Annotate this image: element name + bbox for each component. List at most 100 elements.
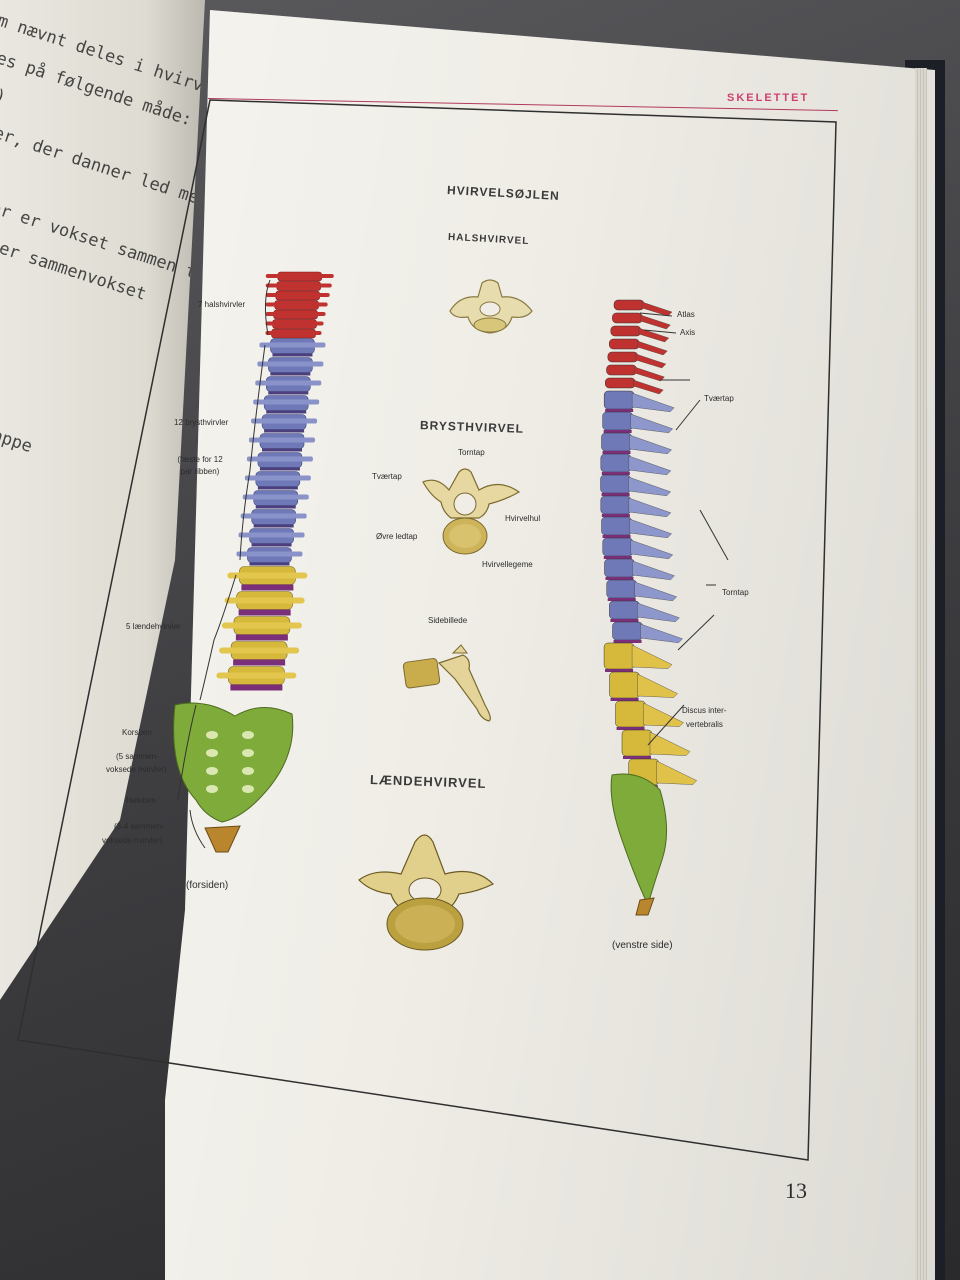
- side-cervical-process: [634, 366, 665, 382]
- label-thoracic-note-1: (fæste for 12: [177, 455, 223, 464]
- side-thoracic-vertebra: [602, 537, 634, 557]
- bracket-coccyx: [189, 809, 206, 849]
- side-disc: [605, 669, 634, 672]
- label-tvaertap-top: Tværtap: [372, 472, 402, 481]
- side-thoracic-vertebra: [600, 495, 632, 515]
- side-lumbar-process: [649, 731, 691, 756]
- side-lumbar-process: [643, 702, 684, 727]
- lumbar-disc: [233, 659, 286, 666]
- thoracic-disc: [268, 391, 309, 395]
- side-thoracic-vertebra: [601, 516, 632, 536]
- label-torntap-top: Torntap: [458, 448, 485, 457]
- side-lumbar-vertebra: [603, 642, 635, 670]
- thoracic-process: [238, 532, 305, 538]
- label-lumbar-count: 5 lændehvirvler: [126, 622, 181, 631]
- side-disc: [623, 756, 652, 759]
- front-brackets: [177, 279, 271, 849]
- side-thoracic-vertebra: [600, 474, 631, 494]
- side-thoracic-vertebra: [600, 453, 632, 473]
- thoracic-disc: [270, 372, 311, 376]
- label-hvirvelhul: Hvirvelhul: [505, 514, 541, 523]
- side-thoracic-vertebra: [603, 390, 635, 410]
- side-thoracic-process: [630, 539, 674, 560]
- side-thoracic-process: [632, 560, 675, 581]
- side-cervical-process: [635, 353, 667, 369]
- side-thoracic-process: [637, 602, 680, 623]
- side-thoracic-process: [629, 518, 672, 539]
- side-thoracic-process: [630, 413, 674, 434]
- caption-side: (venstre side): [612, 940, 673, 951]
- bracket-sacrum: [177, 704, 197, 801]
- sacral-foramen: [206, 785, 218, 793]
- sacral-foramen: [242, 749, 254, 757]
- side-cervical-vertebra: [607, 351, 639, 363]
- side-sacrum: [610, 773, 668, 907]
- label-atlas: Atlas: [677, 310, 695, 319]
- lumbar-disc: [238, 609, 291, 616]
- label-sacrum-note-1: (5 sammen-: [116, 752, 159, 761]
- side-cervical-process: [637, 340, 668, 356]
- side-thoracic-vertebra: [604, 558, 635, 578]
- thoracic-process: [244, 475, 311, 481]
- sacral-foramen: [206, 749, 218, 757]
- side-thoracic-vertebra: [602, 411, 633, 431]
- side-lumbar-process: [631, 644, 673, 669]
- thoracic-disc: [253, 524, 294, 528]
- side-disc: [605, 409, 634, 412]
- side-disc: [607, 598, 636, 601]
- label-sacrum-note-2: voksede hvirvler): [106, 765, 167, 774]
- running-head: SKELETTET: [727, 92, 810, 104]
- label-coccyx-note-2: voksede hvirvler): [102, 836, 163, 845]
- side-cervical-vertebra: [610, 325, 642, 337]
- side-coccyx: [635, 897, 655, 916]
- cervical-process: [265, 321, 324, 326]
- label-thoracic-count: 12 brysthvirvler: [174, 418, 229, 427]
- thoracic-process: [255, 380, 322, 386]
- side-cervical-vertebra: [609, 338, 640, 350]
- lumbar-process: [224, 597, 305, 604]
- label-sacrum: Korsben: [122, 728, 152, 737]
- lumbar-disc: [230, 684, 283, 691]
- thoracic-disc: [257, 486, 298, 490]
- label-tvaertap-side: Tværtap: [704, 394, 734, 403]
- sacral-foramen: [206, 767, 218, 775]
- thoracic-process: [259, 342, 326, 348]
- side-disc: [610, 698, 639, 701]
- thoracic-vertebra-illustration: [422, 468, 521, 555]
- thoracic-disc: [249, 562, 290, 566]
- side-cervical-process: [638, 327, 670, 343]
- cervical-vertebra-illustration: [449, 279, 533, 334]
- side-thoracic-vertebra: [609, 600, 640, 620]
- spine-front-view: [173, 271, 334, 853]
- side-leader-lines: [639, 312, 729, 746]
- side-thoracic-vertebra: [601, 432, 632, 452]
- label-axis: Axis: [680, 328, 696, 337]
- label-side-view: Sidebillede: [428, 616, 468, 625]
- label-hvirvellegeme: Hvirvellegeme: [482, 560, 533, 569]
- side-disc: [603, 430, 632, 433]
- side-thoracic-process: [628, 455, 672, 476]
- side-thoracic-process: [628, 497, 672, 518]
- side-lumbar-vertebra: [615, 700, 646, 728]
- side-cervical-vertebra: [613, 299, 645, 311]
- side-thoracic-process: [628, 476, 671, 497]
- thoracic-disc: [255, 505, 296, 509]
- thoracic-disc: [266, 410, 307, 414]
- vertebra-side-view-illustration: [402, 644, 491, 722]
- label-discus-2: vertebralis: [686, 720, 723, 729]
- lumbar-process: [216, 672, 297, 679]
- side-disc: [610, 619, 639, 622]
- side-lumbar-vertebra: [621, 729, 653, 757]
- cervical-process: [265, 283, 332, 288]
- side-lumbar-vertebra: [609, 671, 640, 699]
- thoracic-process: [253, 399, 320, 405]
- lumbar-process: [219, 647, 300, 654]
- caption-front: (forsiden): [186, 880, 229, 891]
- page-stack-edge: [915, 68, 927, 1280]
- sacral-foramen: [242, 785, 254, 793]
- side-thoracic-process: [634, 581, 678, 602]
- page-number: 13: [785, 1178, 807, 1203]
- thoracic-process: [240, 513, 307, 519]
- thoracic-process: [257, 361, 324, 367]
